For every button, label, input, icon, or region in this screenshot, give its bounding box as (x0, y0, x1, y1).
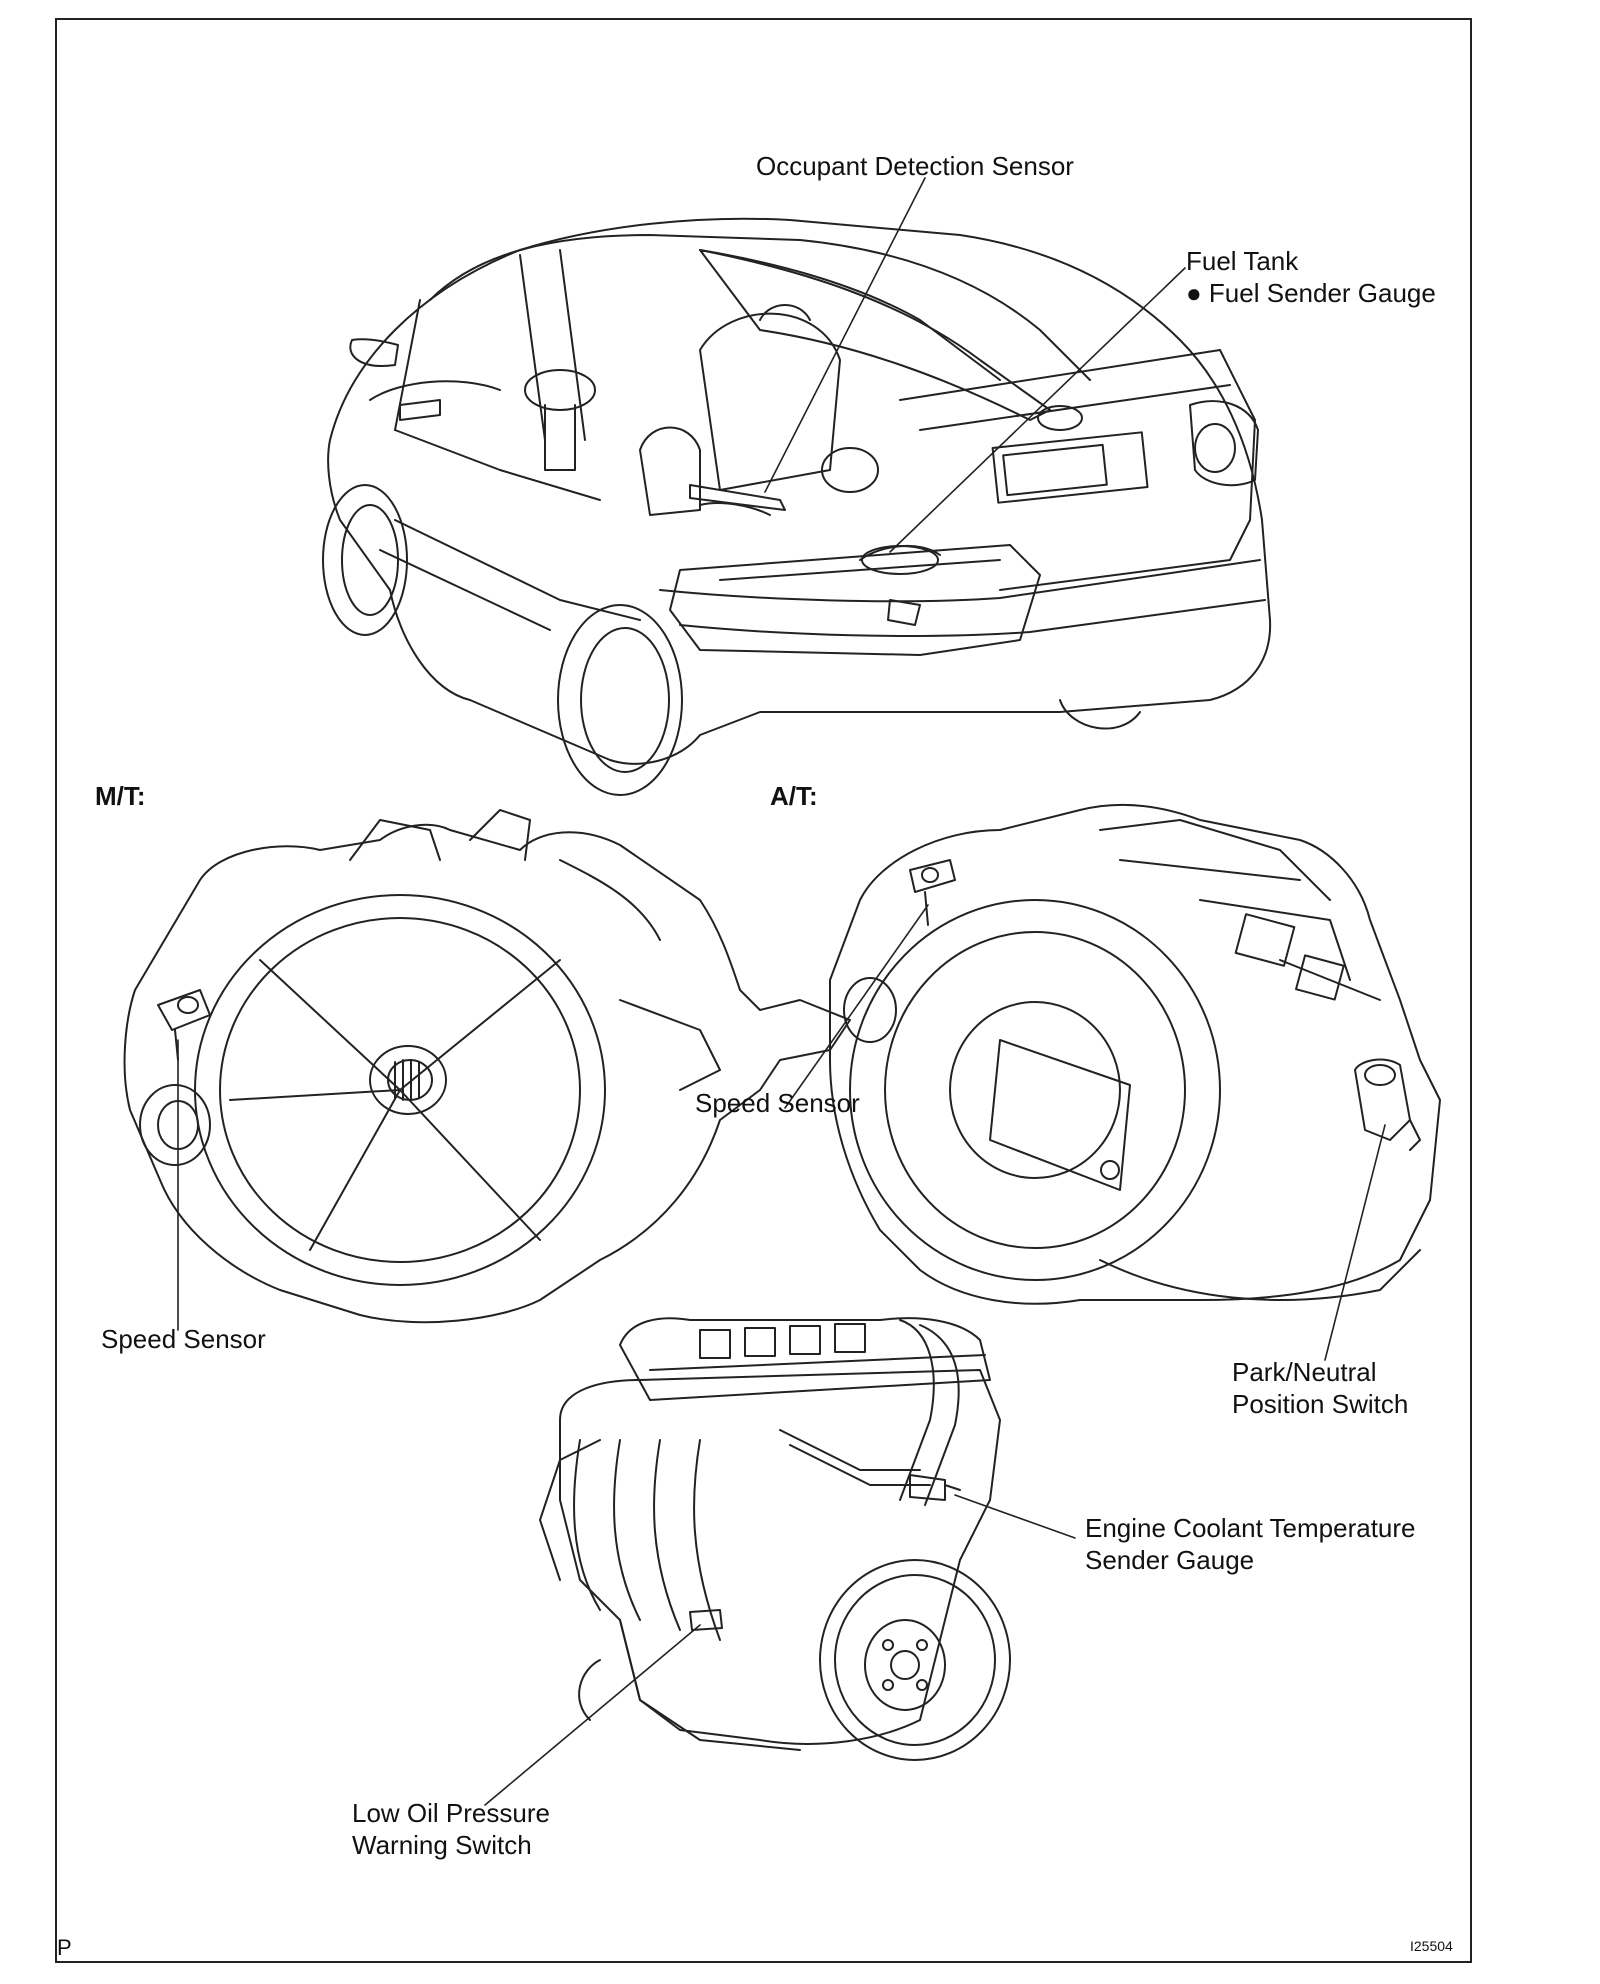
park-neutral-switch-label-line2: Position Switch (1232, 1389, 1409, 1419)
fuel-sender-gauge-label: ● Fuel Sender Gauge (1186, 278, 1436, 308)
leader-fuel-tank (889, 267, 1186, 553)
figure-id: I25504 (1410, 1938, 1453, 1954)
leader-park-neutral (1324, 1124, 1386, 1361)
automatic-transaxle-illustration (829, 803, 1441, 1305)
engine-coolant-temp-label-line1: Engine Coolant Temperature (1085, 1513, 1416, 1543)
manual-transaxle-illustration (123, 809, 851, 1324)
engine-coolant-temp-label-line2: Sender Gauge (1085, 1545, 1255, 1575)
at-heading: A/T: (770, 781, 818, 811)
leader-low-oil (484, 1624, 701, 1806)
engine-illustration (539, 1317, 1011, 1761)
park-neutral-switch-label-line1: Park/Neutral (1232, 1357, 1377, 1387)
speed-sensor-mt-label: Speed Sensor (101, 1324, 266, 1354)
leader-ect (954, 1494, 1076, 1539)
leader-occupant-sensor (764, 177, 926, 493)
low-oil-pressure-label-line1: Low Oil Pressure (352, 1798, 550, 1828)
corner-letter: P (57, 1935, 72, 1960)
leader-speed-sensor-at (784, 904, 929, 1109)
speed-sensor-at-label: Speed Sensor (695, 1088, 860, 1118)
occupant-detection-sensor-label: Occupant Detection Sensor (756, 151, 1074, 181)
vehicle-illustration (322, 217, 1272, 796)
diagram-frame (55, 18, 1472, 1963)
leader-lines (177, 177, 1386, 1806)
mt-heading: M/T: (95, 781, 146, 811)
fuel-tank-label: Fuel Tank (1186, 246, 1299, 276)
low-oil-pressure-label-line2: Warning Switch (352, 1830, 532, 1860)
